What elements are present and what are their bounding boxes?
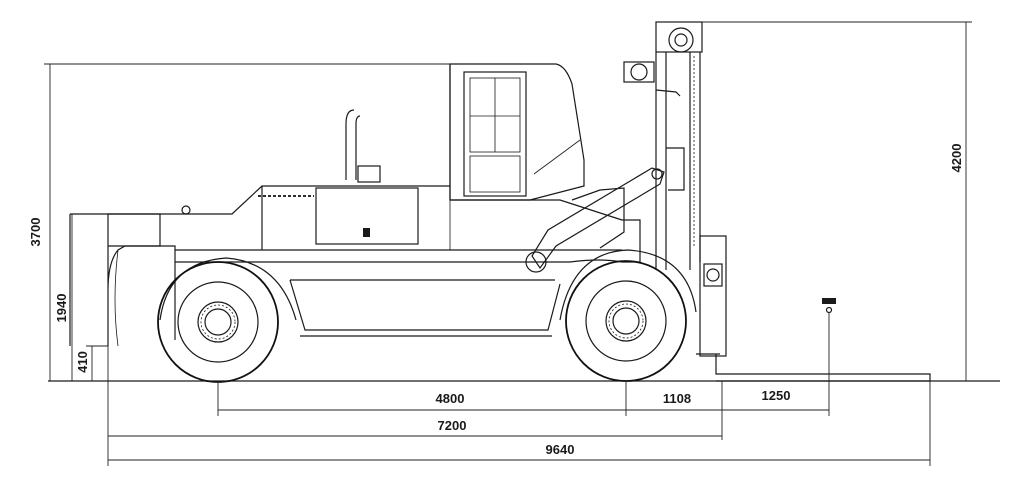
dim-9640-label: 9640 (546, 442, 575, 457)
rear-wheel (157, 261, 279, 383)
dim-1250-label: 1250 (762, 388, 791, 403)
vertical-dimension-right (702, 21, 972, 381)
dim-410-label: 410 (75, 351, 90, 373)
tilt-cylinder (525, 167, 665, 273)
front-wheel (565, 260, 687, 382)
dim-4200-label: 4200 (949, 144, 964, 173)
vertical-dimensions-left (44, 63, 450, 381)
dim-4800-label: 4800 (436, 391, 465, 406)
dim-3700-label: 3700 (28, 218, 43, 247)
mast-assembly (623, 21, 931, 416)
forklift-body (69, 63, 697, 347)
dim-1940-label: 1940 (54, 294, 69, 323)
horizontal-dimensions (107, 346, 931, 466)
dim-7200-label: 7200 (438, 418, 467, 433)
dim-1108-label: 1108 (663, 391, 691, 406)
